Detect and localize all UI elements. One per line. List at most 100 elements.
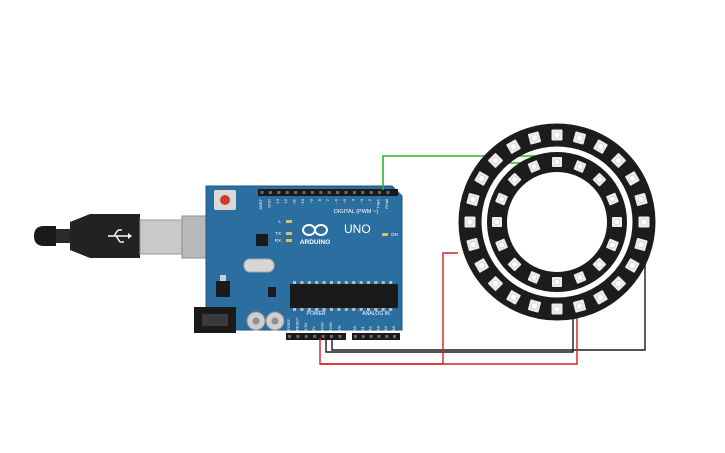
outer-ring-led[interactable]: [611, 153, 627, 169]
outer-ring-led[interactable]: [551, 129, 563, 141]
outer-ring-led[interactable]: [638, 216, 650, 228]
digital-pin-label: TX▸1: [376, 198, 381, 208]
digital-pin-hole[interactable]: [344, 191, 348, 194]
inner-ring-led[interactable]: [495, 238, 508, 252]
neopixel-rings[interactable]: [458, 123, 656, 321]
analog-pin-hole[interactable]: [377, 335, 381, 338]
cable-end: [34, 226, 56, 246]
power-pin-hole[interactable]: [288, 335, 291, 338]
outer-ring-led[interactable]: [611, 276, 627, 292]
digital-pin-hole[interactable]: [268, 191, 272, 194]
outer-ring-led-lens: [597, 143, 604, 151]
chip-pin: [352, 281, 356, 284]
outer-ring-led[interactable]: [527, 299, 541, 313]
outer-ring-led[interactable]: [593, 290, 608, 305]
digital-pin-hole[interactable]: [386, 191, 390, 194]
outer-ring-led-lens: [640, 218, 648, 226]
inner-ring-led-lens: [609, 241, 616, 249]
digital-pin-hole[interactable]: [260, 191, 264, 194]
outer-ring-led[interactable]: [527, 131, 541, 145]
inner-ring-led[interactable]: [573, 160, 587, 173]
inner-ring-led[interactable]: [592, 172, 607, 187]
digital-pin-label: GND: [266, 199, 271, 208]
digital-pin-hole[interactable]: [285, 191, 289, 194]
chip-pin: [330, 281, 333, 284]
chip-pin: [307, 281, 311, 284]
digital-pin-hole[interactable]: [369, 191, 373, 194]
digital-pin-hole[interactable]: [294, 191, 298, 194]
power-wire-outer[interactable]: [320, 252, 458, 365]
inner-ring-led[interactable]: [527, 160, 541, 173]
chip-pin: [337, 308, 341, 311]
inner-ring-led[interactable]: [507, 172, 522, 187]
digital-pin-hole[interactable]: [352, 191, 356, 194]
digital-pin-hole[interactable]: [361, 191, 365, 194]
inner-ring-led[interactable]: [527, 271, 541, 284]
outer-ring-led[interactable]: [634, 192, 648, 206]
inner-ring-led[interactable]: [612, 217, 622, 227]
inner-ring-led[interactable]: [552, 277, 562, 287]
digital-pin-label: ~6: [334, 198, 339, 203]
outer-ring-led[interactable]: [474, 258, 489, 273]
outer-ring-led[interactable]: [573, 131, 587, 145]
inner-ring-led[interactable]: [606, 238, 619, 252]
outer-ring-led[interactable]: [506, 290, 521, 305]
power-pin-hole[interactable]: [330, 335, 333, 338]
digital-pin-hole[interactable]: [327, 191, 331, 194]
outer-ring-led-lens: [531, 302, 538, 310]
ground-wire-outer[interactable]: [331, 213, 646, 351]
digital-pin-hole[interactable]: [277, 191, 281, 194]
inner-ring-led[interactable]: [492, 217, 502, 227]
outer-ring-led[interactable]: [625, 258, 640, 273]
outer-ring-led[interactable]: [593, 139, 608, 154]
inner-ring-led[interactable]: [507, 257, 522, 272]
outer-ring-led-lens: [576, 302, 583, 310]
inner-ring-led[interactable]: [592, 257, 607, 272]
outer-ring-led[interactable]: [464, 216, 476, 228]
outer-ring-led-lens: [637, 196, 645, 203]
led-on-label: ON: [391, 232, 398, 237]
inner-ring-led[interactable]: [606, 192, 619, 206]
digital-pin-hole[interactable]: [302, 191, 306, 194]
outer-ring-led[interactable]: [625, 171, 640, 186]
chip-pin: [367, 308, 370, 311]
inner-ring-led[interactable]: [495, 192, 508, 206]
digital-pin-hole[interactable]: [319, 191, 323, 194]
power-pin-hole[interactable]: [321, 335, 325, 338]
outer-ring-led[interactable]: [488, 276, 504, 292]
outer-ring-led[interactable]: [506, 139, 521, 154]
outer-ring-led[interactable]: [488, 153, 504, 169]
outer-ring-led[interactable]: [634, 238, 648, 252]
digital-pin-hole[interactable]: [336, 191, 340, 194]
power-wire-inner[interactable]: [319, 311, 578, 365]
power-pin-hole[interactable]: [304, 335, 308, 338]
outer-ring-led[interactable]: [474, 171, 489, 186]
outer-ring-led[interactable]: [466, 192, 480, 206]
digital-pin-hole[interactable]: [378, 191, 382, 194]
power-pin-label: 3.3V: [303, 322, 308, 331]
outer-ring-led-lens: [478, 262, 486, 269]
power-pin-hole[interactable]: [338, 335, 342, 338]
analog-pin-hole[interactable]: [393, 335, 396, 338]
analog-pin-hole[interactable]: [369, 335, 373, 338]
outer-ring-led[interactable]: [551, 303, 563, 315]
outer-ring-led[interactable]: [573, 299, 587, 313]
outer-ring-led-lens: [597, 293, 604, 301]
analog-pin-hole[interactable]: [385, 335, 389, 338]
analog-pin-hole[interactable]: [354, 335, 357, 338]
ground-wire-inner[interactable]: [325, 304, 574, 353]
outer-ring-led-lens: [492, 280, 499, 287]
outer-ring-led[interactable]: [466, 238, 480, 252]
power-pin-hole[interactable]: [296, 335, 300, 338]
inner-ring-led-lens: [613, 218, 621, 226]
power-pin-hole[interactable]: [313, 335, 317, 338]
analog-pin-label: A2: [368, 325, 373, 331]
analog-pin-hole[interactable]: [361, 335, 365, 338]
inner-ring-led[interactable]: [573, 271, 587, 284]
inner-ring-led[interactable]: [552, 157, 562, 167]
digital-pin-hole[interactable]: [310, 191, 314, 194]
reset-button[interactable]: [220, 195, 230, 205]
